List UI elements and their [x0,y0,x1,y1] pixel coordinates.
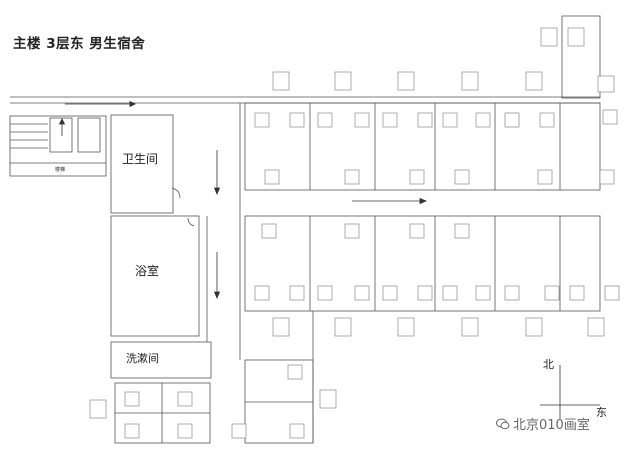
compass [540,365,600,420]
washroom-label: 洗漱间 [126,352,159,365]
wechat-icon [496,418,510,429]
toilet-room [110,114,174,214]
bath-room [110,215,200,337]
toilet-label: 卫生间 [122,152,159,166]
watermark: 北京010画室 [496,414,590,433]
upper-room-row [244,102,601,191]
east-label: 东 [596,406,607,419]
stairs-label: 楼梯 [55,167,66,173]
lower-room-row [244,215,601,312]
page-title: 主楼 3层东 男生宿舍 [13,36,146,52]
wash-room [110,341,212,379]
north-label: 北 [543,358,554,371]
stair-block [9,115,107,177]
bath-label: 浴室 [135,264,160,278]
watermark-text: 北京010画室 [513,418,590,433]
